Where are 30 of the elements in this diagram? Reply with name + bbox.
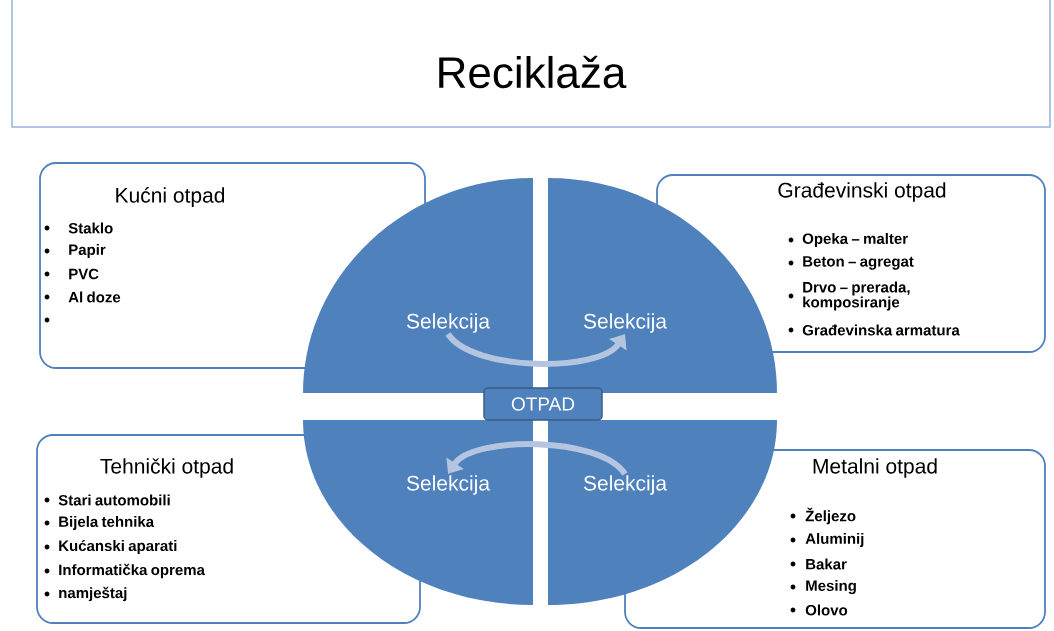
- box-heading: Metalni otpad: [813, 458, 937, 478]
- list-item: Bakar: [790, 558, 847, 570]
- list-item: Mesing: [790, 579, 856, 594]
- list-item: Informatička oprema: [44, 563, 205, 579]
- cycle-arrow: [446, 441, 628, 477]
- list-item: Bijela tehnika: [44, 516, 155, 530]
- list-item: Građevinska armatura: [788, 324, 960, 336]
- cycle-arrow: [445, 331, 627, 367]
- list-item: Papir: [44, 244, 106, 258]
- list-item: Željezo: [790, 507, 856, 525]
- list-item: namještaj: [44, 586, 127, 602]
- list-item: Olovo: [790, 604, 848, 616]
- list-item: Drvo – prerada, komposiranje: [788, 281, 910, 311]
- quarter-segment: Selekcija: [548, 420, 777, 605]
- list-item: PVC: [44, 268, 99, 280]
- quarter-segment: Selekcija: [548, 178, 777, 393]
- quarter-segment: Selekcija: [303, 420, 533, 605]
- box-heading: Kućni otpad: [116, 187, 225, 207]
- box-heading: Građevinski otpad: [778, 182, 946, 202]
- list-item: Al doze: [44, 291, 121, 303]
- box-heading: Tehnički otpad: [100, 458, 233, 478]
- list-item: Staklo: [44, 222, 113, 234]
- title-banner: Reciklaža: [11, 0, 1051, 128]
- list-item: Beton – agregat: [788, 256, 914, 270]
- quarter-segment: Selekcija: [303, 178, 533, 393]
- center-box: OTPAD: [483, 387, 603, 421]
- list-item: Kućanski aparati: [44, 539, 177, 555]
- list-item: Aluminij: [790, 533, 864, 547]
- list-item: Stari automobili: [44, 494, 170, 506]
- list-item: Opeka – malter: [788, 233, 908, 247]
